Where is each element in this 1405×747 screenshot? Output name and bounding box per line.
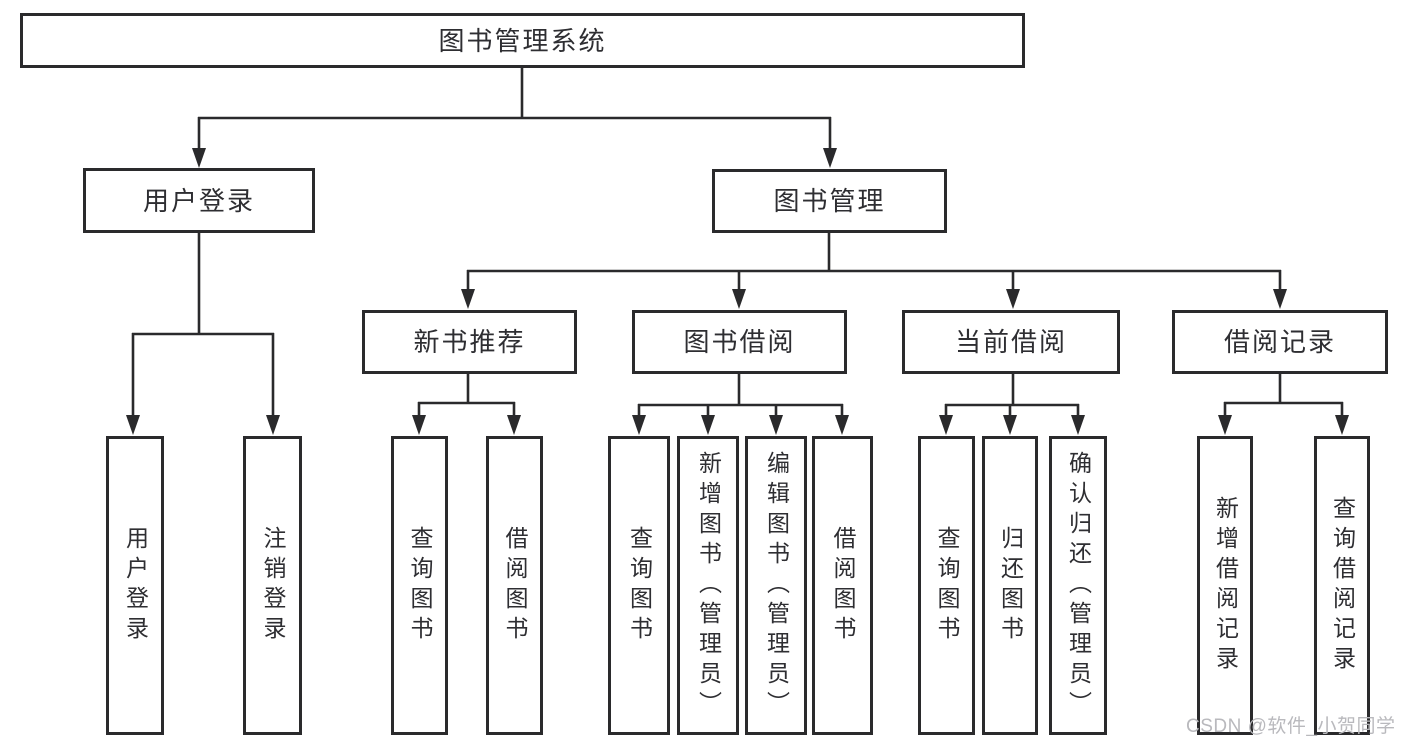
node-query-books-recommend: 查询图书 (391, 436, 448, 735)
node-label: 新书推荐 (413, 327, 526, 357)
node-current-borrowing: 当前借阅 (902, 310, 1120, 374)
node-label: 借阅记录 (1223, 327, 1336, 357)
node-label: 编辑图书（管理员） (763, 450, 790, 721)
node-label: 图书借阅 (683, 327, 796, 357)
node-label: 查询图书 (626, 525, 653, 646)
node-return-books: 归还图书 (982, 436, 1038, 735)
node-library-management-system: 图书管理系统 (20, 13, 1025, 68)
node-label: 借阅图书 (502, 525, 528, 646)
node-book-borrowing: 图书借阅 (632, 310, 847, 374)
node-borrowing-records: 借阅记录 (1172, 310, 1388, 374)
node-label: 用户登录 (142, 185, 255, 216)
node-logout-login-leaf: 注销登录 (243, 436, 302, 735)
node-borrow-books-recommend: 借阅图书 (486, 436, 543, 735)
node-confirm-return-admin: 确认归还（管理员） (1049, 436, 1107, 735)
node-borrow-books-leaf: 借阅图书 (812, 436, 873, 735)
node-label: 图书管理 (773, 186, 886, 216)
node-add-borrow-record: 新增借阅记录 (1197, 436, 1253, 735)
node-label: 查询图书 (407, 525, 433, 646)
node-query-borrow-record: 查询借阅记录 (1314, 436, 1370, 735)
node-new-book-recommendation: 新书推荐 (362, 310, 577, 374)
node-edit-books-admin: 编辑图书（管理员） (745, 436, 807, 735)
node-label: 注销登录 (260, 525, 286, 646)
node-query-books-current: 查询图书 (918, 436, 975, 735)
node-label: 归还图书 (997, 525, 1024, 646)
node-book-management-branch: 图书管理 (712, 169, 947, 233)
node-label: 确认归还（管理员） (1065, 450, 1092, 721)
node-label: 新增图书（管理员） (695, 450, 722, 721)
node-query-books-borrow: 查询图书 (608, 436, 670, 735)
node-add-books-admin: 新增图书（管理员） (677, 436, 739, 735)
csdn-watermark: CSDN @软件_小贺同学 (1186, 716, 1396, 737)
node-user-login-leaf: 用户登录 (106, 436, 164, 735)
node-label: 图书管理系统 (438, 25, 607, 56)
node-label: 查询图书 (934, 525, 960, 646)
node-label: 借阅图书 (830, 525, 856, 646)
node-label: 查询借阅记录 (1329, 495, 1356, 676)
node-label: 当前借阅 (954, 327, 1067, 357)
node-label: 新增借阅记录 (1212, 495, 1239, 676)
node-label: 用户登录 (122, 525, 149, 646)
node-user-login-branch: 用户登录 (83, 168, 315, 233)
